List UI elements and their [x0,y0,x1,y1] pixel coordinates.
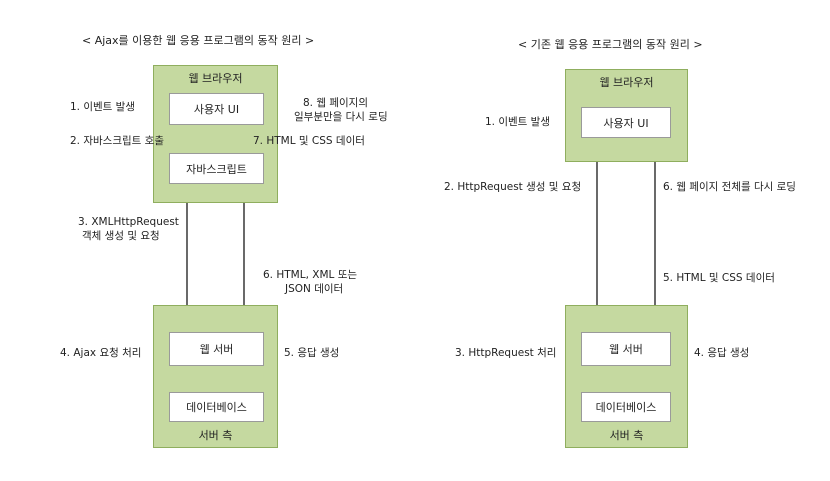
left-step-4: 4. Ajax 요청 처리 [60,347,142,359]
right-server-panel: 서버 측 [565,305,688,448]
left-step-1: 1. 이벤트 발생 [70,101,135,113]
left-browser-label: 웹 브라우저 [188,72,243,85]
left-step-8-line2: 일부분만을 다시 로딩 [294,111,388,123]
left-database-box: 데이터베이스 [169,392,264,422]
left-user-ui-box: 사용자 UI [169,93,264,125]
left-title: < Ajax를 이용한 웹 응용 프로그램의 동작 원리 > [82,34,315,47]
left-step-3-line2: 객체 생성 및 요청 [82,230,160,242]
left-step-7: 7. HTML 및 CSS 데이터 [253,135,365,147]
right-step-2: 2. HttpRequest 생성 및 요청 [444,181,582,193]
right-server-label: 서버 측 [609,429,644,442]
right-browser-label: 웹 브라우저 [599,76,654,89]
left-step-2: 2. 자바스크립트 호출 [70,135,164,147]
right-database-box: 데이터베이스 [581,392,671,422]
left-step-5: 5. 응답 생성 [284,347,340,359]
left-server-label: 서버 측 [198,429,233,442]
right-title: < 기존 웹 응용 프로그램의 동작 원리 > [518,38,703,51]
right-step-6: 6. 웹 페이지 전체를 다시 로딩 [663,181,796,193]
left-server-panel: 서버 측 [153,305,278,448]
left-javascript-box: 자바스크립트 [169,153,264,184]
right-step-4: 4. 응답 생성 [694,347,750,359]
right-step-1: 1. 이벤트 발생 [485,116,550,128]
right-user-ui-box: 사용자 UI [581,107,671,138]
left-step-6-line1: 6. HTML, XML 또는 [263,269,358,281]
left-step-6-line2: JSON 데이터 [285,283,344,295]
left-step-8-line1: 8. 웹 페이지의 [303,97,368,109]
left-web-server-box: 웹 서버 [169,332,264,366]
right-step-5: 5. HTML 및 CSS 데이터 [663,272,775,284]
right-step-3: 3. HttpRequest 처리 [455,347,557,359]
left-step-3-line1: 3. XMLHttpRequest [78,216,179,228]
right-web-server-box: 웹 서버 [581,332,671,366]
